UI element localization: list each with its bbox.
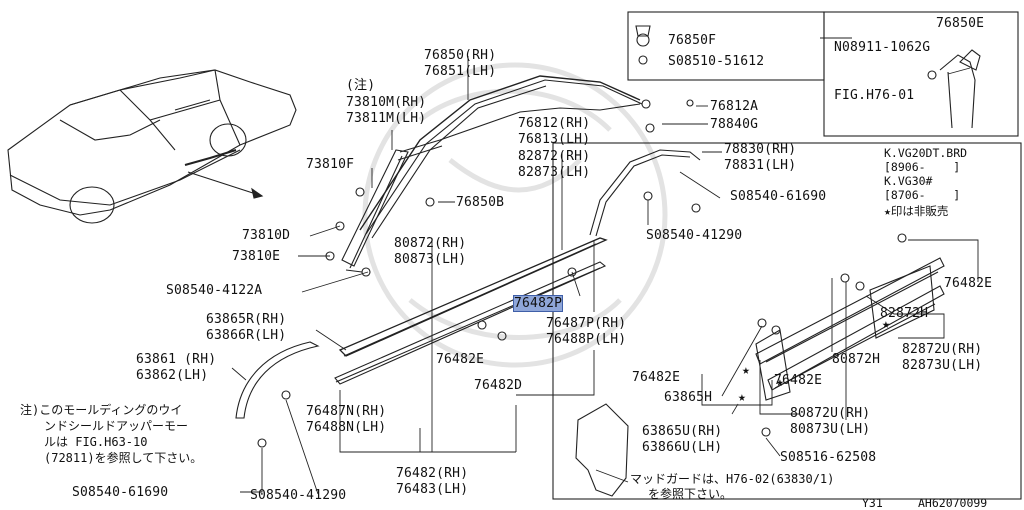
part-80873lh: 80873(LH) — [394, 252, 467, 267]
part-63862lh: 63862(LH) — [136, 368, 209, 383]
footnote-line2: ンドシールドアッパーモー — [44, 419, 189, 433]
note-mark: (注) — [346, 78, 376, 93]
part-63865h: 63865H — [664, 390, 713, 405]
part-76813lh: 76813(LH) — [518, 132, 591, 147]
part-76850f: 76850F — [668, 33, 717, 48]
part-82873lh: 82873(LH) — [518, 165, 591, 180]
part-76482p[interactable]: 76482P — [512, 295, 564, 312]
star-mark-1: ★ — [882, 317, 890, 332]
mudguard-note-line1: マッドガードは、H76-02(63830/1) — [630, 472, 835, 486]
part-76812rh: 76812(RH) — [518, 116, 591, 131]
variant-kvg20: K.VG20DT.BRD — [884, 146, 968, 160]
part-73810m: 73810M(RH) — [346, 95, 427, 110]
part-82872h: 82872H — [880, 306, 929, 321]
part-63866r: 63866R(LH) — [206, 328, 287, 343]
part-s08540-61690-b: S08540-61690 — [72, 485, 169, 500]
page-section: Y31 — [862, 496, 883, 510]
car-illustration — [7, 69, 297, 224]
part-76482rh: 76482(RH) — [396, 466, 469, 481]
part-63861rh: 63861 (RH) — [136, 352, 217, 367]
part-73810d: 73810D — [242, 228, 291, 243]
part-73811m: 73811M(LH) — [346, 111, 427, 126]
fig-ref-h76-01: FIG.H76-01 — [834, 88, 915, 103]
part-80872h: 80872H — [832, 352, 881, 367]
footnote-line1: 注)このモールディングのウイ — [20, 403, 183, 417]
part-76850rh: 76850(RH) — [424, 48, 497, 63]
part-78830rh: 78830(RH) — [724, 142, 797, 157]
leader-lines — [231, 37, 979, 495]
part-76482e-r: 76482E — [944, 276, 993, 291]
part-n08911-1062g: N08911-1062G — [834, 40, 931, 55]
part-s08540-61690-r: S08540-61690 — [730, 189, 827, 204]
direction-arrow — [187, 171, 263, 197]
fastener-clips — [257, 33, 937, 448]
part-63865u: 63865U(RH) — [642, 424, 723, 439]
part-78840g: 78840G — [710, 117, 759, 132]
inset-box-fig — [823, 11, 1019, 137]
part-63866u: 63866U(LH) — [642, 440, 723, 455]
footnote-line3: ルは FIG.H63-10 — [44, 435, 148, 449]
part-82872rh: 82872(RH) — [518, 149, 591, 164]
part-82872u: 82872U(RH) — [902, 342, 983, 357]
part-76482e-mid: 76482E — [436, 352, 485, 367]
part-s08540-4122a: S08540-4122A — [166, 283, 263, 298]
part-76487prh: 76487P(RH) — [546, 316, 627, 331]
part-76850e: 76850E — [936, 16, 985, 31]
variant-range-8906: [8906- ] — [884, 160, 961, 174]
part-63865r: 63865R(RH) — [206, 312, 287, 327]
part-76487n: 76487N(RH) — [306, 404, 387, 419]
star-note: ★印は非販売 — [884, 204, 949, 218]
inset-box-clip — [627, 11, 825, 81]
part-73810f: 73810F — [306, 157, 355, 172]
part-78831lh: 78831(LH) — [724, 158, 797, 173]
part-s08540-41290-r: S08540-41290 — [646, 228, 743, 243]
part-76482d: 76482D — [474, 378, 523, 393]
part-80872rh: 80872(RH) — [394, 236, 467, 251]
part-76488plh: 76488P(LH) — [546, 332, 627, 347]
part-80872u: 80872U(RH) — [790, 406, 871, 421]
mudguard-note-line2: を参照下さい。 — [648, 487, 733, 501]
variant-kvg30: K.VG30# — [884, 174, 933, 188]
part-s08540-41290-b: S08540-41290 — [250, 488, 347, 503]
star-mark-4: ★ — [738, 390, 746, 405]
part-s08510-51612: S08510-51612 — [668, 54, 765, 69]
star-mark-2: ★ — [742, 363, 750, 378]
part-82873u: 82873U(LH) — [902, 358, 983, 373]
part-s08516-62508: S08516-62508 — [780, 450, 877, 465]
part-76483lh: 76483(LH) — [396, 482, 469, 497]
part-76812a: 76812A — [710, 99, 759, 114]
part-76482e-l: 76482E — [632, 370, 681, 385]
part-73810e: 73810E — [232, 249, 281, 264]
part-80873u: 80873U(LH) — [790, 422, 871, 437]
part-76488n: 76488N(LH) — [306, 420, 387, 435]
part-76850b: 76850B — [456, 195, 505, 210]
part-76482e-c: 76482E — [774, 373, 823, 388]
part-76851lh: 76851(LH) — [424, 64, 497, 79]
inset-box-variant — [552, 142, 1022, 500]
page-code: AH62070099 — [918, 496, 988, 510]
footnote-line4: (72811)を参照して下さい。 — [44, 451, 203, 465]
variant-range-8706: [8706- ] — [884, 188, 961, 202]
star-mark-3: ★ — [776, 375, 784, 390]
